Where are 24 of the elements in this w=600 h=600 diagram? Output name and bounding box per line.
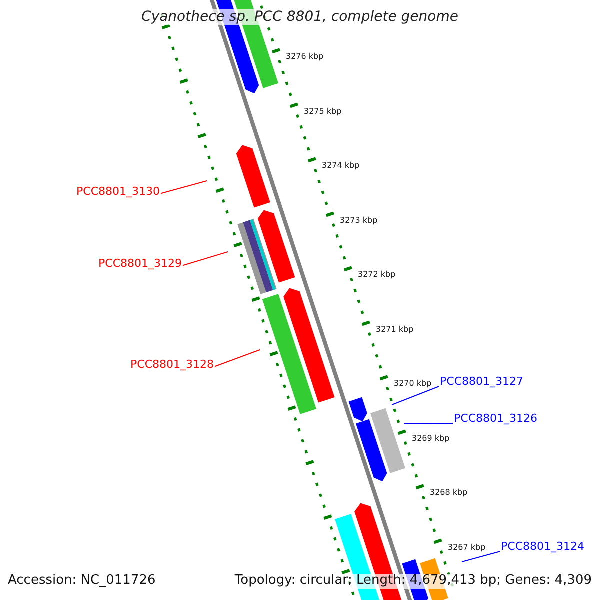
gene-label: PCC8801_3129 <box>98 258 182 271</box>
gene-label: PCC8801_3130 <box>76 186 160 199</box>
scale-label: 3276 kbp <box>286 52 324 62</box>
leader-line <box>392 386 440 406</box>
scale-label: 3274 kbp <box>322 161 360 170</box>
leader-line <box>214 350 260 368</box>
scale-label: 3273 kbp <box>340 216 378 226</box>
gene-label: PCC8801_3127 <box>440 376 524 389</box>
gene-label: PCC8801_3128 <box>130 359 214 372</box>
leader-line <box>404 423 454 424</box>
genome-stats-text: Topology: circular; Length: 4,679,413 bp; Genes: 4,309 <box>234 574 592 589</box>
leader-line <box>160 180 208 194</box>
scale-label: 3271 kbp <box>376 325 414 334</box>
leader-line <box>462 551 500 562</box>
scale-label: 3268 kbp <box>430 488 468 498</box>
scale-label: 3267 kbp <box>448 543 486 552</box>
scale-label: 3275 kbp <box>304 107 342 116</box>
scale-label: 3269 kbp <box>412 434 450 444</box>
accession-text: Accession: NC_011726 <box>8 574 156 589</box>
scale-label: 3272 kbp <box>358 270 396 280</box>
scale-label: 3270 kbp <box>394 379 432 388</box>
leader-line <box>182 252 228 266</box>
gene-label: PCC8801_3124 <box>501 541 584 554</box>
gene-label: PCC8801_3126 <box>454 413 538 426</box>
